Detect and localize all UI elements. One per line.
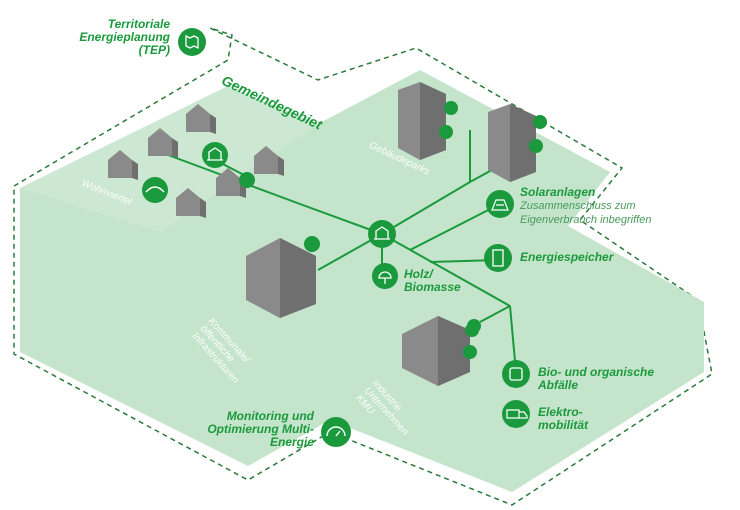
emob-label: Elektro- mobilität: [538, 405, 588, 432]
solar-panel-icon: [444, 101, 458, 115]
houses: [108, 104, 284, 218]
tep-label: Territoriale Energieplanung (TEP): [79, 17, 170, 57]
solar-panel-icon: [239, 172, 255, 188]
bin-icon: [502, 360, 530, 388]
house: [148, 128, 178, 158]
house: [108, 150, 138, 180]
tree-icon: [372, 263, 398, 289]
apartment-block: [488, 104, 536, 182]
wood-label: Holz/ Biomasse: [404, 267, 461, 294]
public-building: [246, 238, 316, 318]
bio-label: Bio- und organische Abfälle: [538, 365, 655, 392]
solar-sublabel: Zusammenschluss zum Eigenverbrauch inbeg…: [520, 200, 652, 226]
solar-panel-icon: [304, 236, 320, 252]
tep-boundary: [13, 27, 713, 506]
battery-icon: [484, 244, 512, 272]
heat-icon: [202, 142, 228, 168]
heat-icon: [368, 220, 396, 248]
ev-truck-icon: [502, 400, 530, 428]
gauge-icon: [529, 139, 543, 153]
solar-label: Solaranlagen Zusammenschluss zum Eigenve…: [520, 185, 652, 227]
house: [254, 146, 284, 176]
gauge-icon: [321, 417, 351, 447]
map-pin-icon: [178, 28, 206, 56]
small-icons: [239, 101, 547, 359]
house: [176, 188, 206, 218]
solar-panel-icon: [465, 323, 479, 337]
large-icons: [142, 28, 530, 447]
gauge-icon: [439, 125, 453, 139]
industrial-hall: [402, 316, 470, 386]
monitoring-label: Monitoring und Optimierung Multi-Energie: [207, 409, 314, 449]
solar-panel-icon: [533, 115, 547, 129]
house: [186, 104, 216, 134]
gauge-icon: [463, 345, 477, 359]
solar-panel-icon: [486, 190, 514, 218]
apartment-block: [398, 82, 446, 160]
car-plug-icon: [142, 177, 168, 203]
storage-label: Energiespeicher: [520, 250, 614, 264]
ground-highlight: [20, 86, 318, 232]
